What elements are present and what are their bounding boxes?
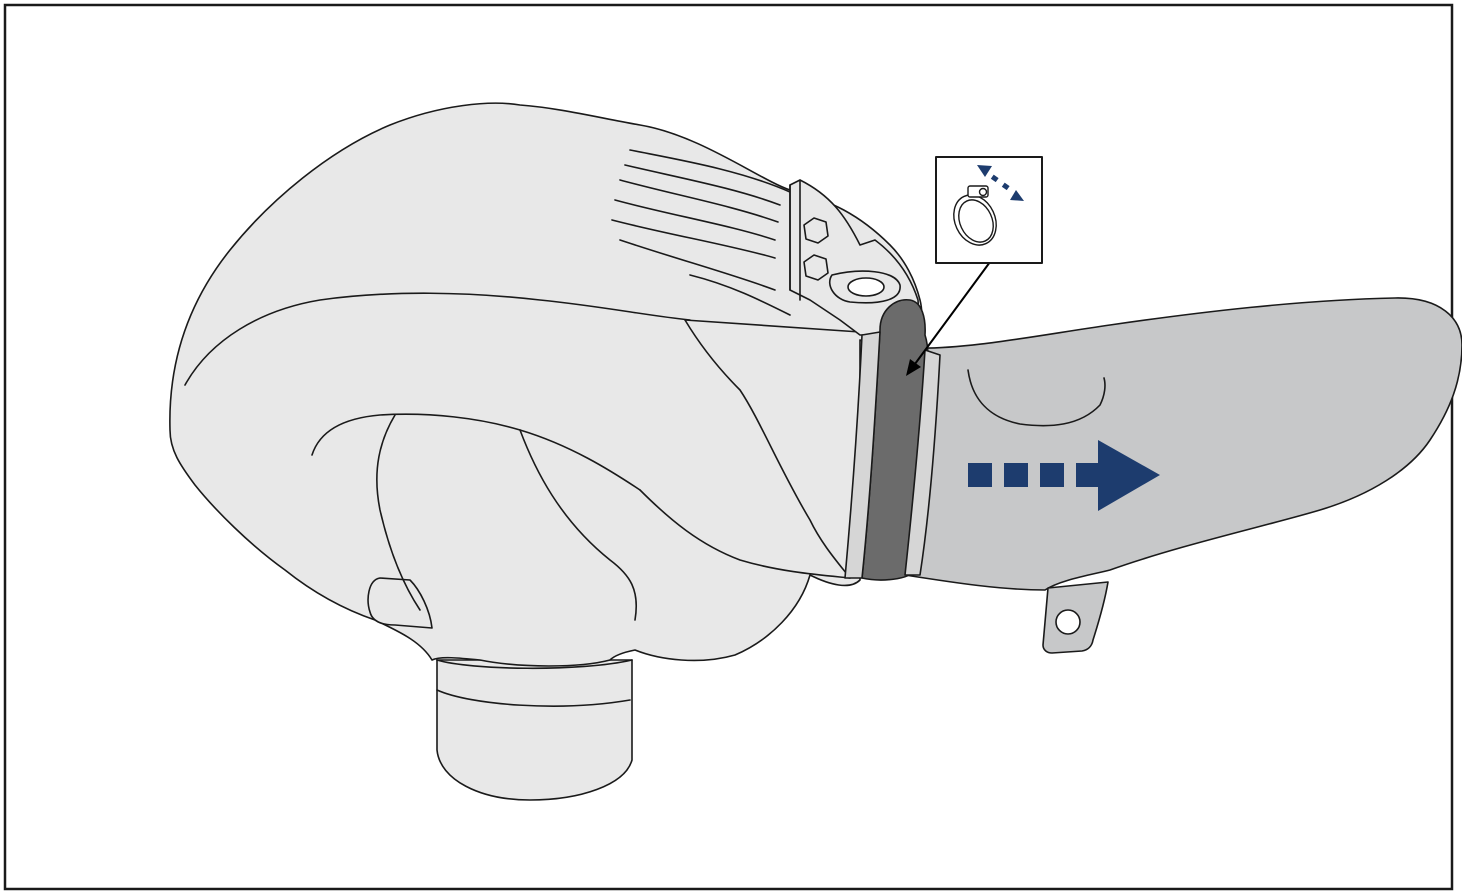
bolt-icon	[804, 218, 828, 243]
bracket-hole	[848, 278, 884, 296]
air-box-housing	[170, 103, 922, 800]
mounting-hole	[1056, 610, 1080, 634]
callout-box	[936, 157, 1042, 263]
bolt-icon	[804, 255, 828, 280]
